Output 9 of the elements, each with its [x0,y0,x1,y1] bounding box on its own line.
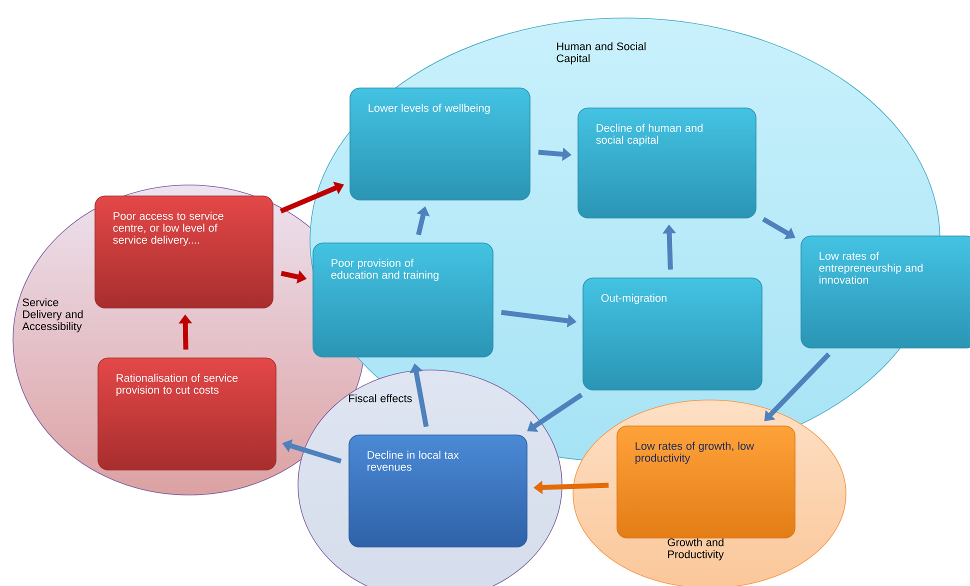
process-box: Low rates of entrepreneurship and innovation [800,236,970,348]
process-box: Out-migration [582,278,762,390]
process-box: Decline in local tax revenues [348,434,528,548]
process-box: Low rates of growth, low productivity [616,426,796,538]
process-box: Decline of human and social capital [578,108,756,218]
process-box: Lower levels of wellbeing [350,88,530,200]
process-box: Poor provision of education and training [312,242,494,358]
process-box: Poor access to service centre, or low level of service delivery.... [94,196,274,308]
process-box: Rationalisation of service provision to cut costs [98,358,276,470]
